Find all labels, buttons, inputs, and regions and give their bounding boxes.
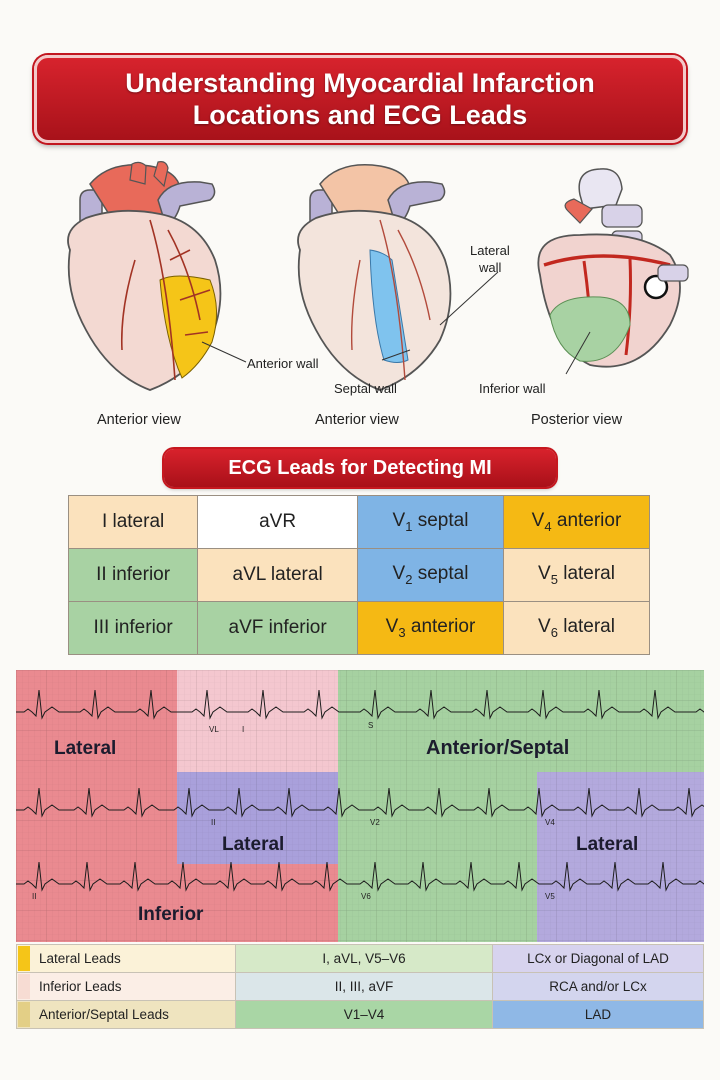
view-label-1: Anterior view	[97, 412, 181, 428]
title-line-1: Understanding Myocardial Infarction	[125, 68, 595, 98]
legend-artery-lateral: LCx or Diagonal of LAD	[492, 944, 704, 973]
lead-label-vl: VL	[209, 725, 219, 734]
inferior-wall-leader-line	[565, 331, 591, 375]
heart-anterior-wall-illustration	[67, 161, 222, 391]
region-label-lateral-2: Lateral	[222, 834, 284, 855]
legend-row-anterior-septal: Anterior/Septal Leads V1–V4 LAD	[16, 1000, 704, 1029]
anterior-wall-leader-line	[201, 341, 247, 363]
lead-text: V	[538, 563, 551, 585]
lead-subscript: 6	[550, 624, 558, 640]
leads-banner: ECG Leads for Detecting MI	[164, 449, 556, 487]
lead-subscript: 3	[398, 624, 406, 640]
legend-row-inferior: Inferior Leads II, III, aVF RCA and/or L…	[16, 972, 704, 1001]
lead-territory: anterior	[551, 510, 622, 532]
heart-septal-wall-illustration	[297, 164, 452, 391]
legend-name-inferior: Inferior Leads	[39, 979, 122, 994]
ecg-strip: Lateral Anterior/Septal Lateral Lateral …	[16, 670, 704, 942]
lead-label-ii: II	[211, 818, 215, 827]
heart-inferior-wall-illustration	[537, 168, 689, 368]
lead-text: II inferior	[96, 564, 171, 585]
lead-text: V	[538, 616, 551, 638]
legend-leads-lateral: I, aVL, V5–V6	[235, 944, 493, 973]
ecg-traces	[16, 689, 704, 892]
lead-text: I lateral	[101, 511, 165, 532]
ecg-trace-1	[16, 689, 704, 720]
title-banner: Understanding Myocardial Infarction Loca…	[34, 55, 686, 143]
lead-cell: V4 anterior	[502, 495, 651, 549]
legend-table: Lateral Leads I, aVL, V5–V6 LCx or Diago…	[16, 944, 704, 1029]
lead-territory: lateral	[557, 616, 615, 638]
ecg-trace-3	[16, 861, 704, 892]
lead-subscript: 2	[405, 571, 413, 587]
legend-leads-anterior-septal: V1–V4	[235, 1000, 493, 1029]
label-wall: wall	[479, 260, 502, 275]
lead-cell: III inferior	[67, 601, 199, 655]
lead-label-v2: V2	[370, 818, 380, 827]
lead-label-v6: V6	[361, 892, 371, 901]
lead-territory: anterior	[405, 616, 476, 638]
region-label-anterior-septal: Anterior/Septal	[426, 737, 569, 759]
lead-text: V	[392, 510, 406, 532]
lead-subscript: 5	[550, 571, 558, 587]
lead-cell: V5 lateral	[502, 548, 651, 602]
ecg-grid	[16, 670, 704, 942]
lead-territory: septal	[412, 510, 469, 532]
view-label-3: Posterior view	[531, 412, 623, 428]
legend-artery-anterior-septal: LAD	[492, 1000, 704, 1029]
region-label-lateral-1: Lateral	[54, 738, 116, 759]
label-anterior-wall: Anterior wall	[247, 356, 319, 371]
lead-text: V	[385, 616, 399, 638]
lead-cell: aVF inferior	[197, 601, 358, 655]
lead-label-i: I	[242, 725, 244, 734]
lead-cell: aVL lateral	[197, 548, 358, 602]
lead-text: V	[392, 563, 406, 585]
lead-territory: septal	[412, 563, 469, 585]
legend-name-anterior-septal: Anterior/Septal Leads	[39, 1007, 169, 1022]
region-label-lateral-3: Lateral	[576, 834, 638, 855]
lead-cell: V3 anterior	[357, 601, 504, 655]
label-septal-wall: Septal wall	[334, 381, 397, 396]
lead-subscript: 4	[544, 518, 552, 534]
lead-cell: II inferior	[67, 548, 199, 602]
legend-row-lateral: Lateral Leads I, aVL, V5–V6 LCx or Diago…	[16, 944, 704, 973]
lead-label-v5: V5	[545, 892, 555, 901]
lead-label-ii-bottom: II	[32, 892, 36, 901]
view-label-2: Anterior view	[315, 412, 399, 428]
lead-cell: V2 septal	[357, 548, 504, 602]
lead-subscript: 1	[405, 518, 413, 534]
label-lateral: Lateral	[470, 243, 510, 258]
heart-2-leader-lines	[381, 271, 499, 361]
legend-leads-inferior: II, III, aVF	[235, 972, 493, 1001]
title-line-2: Locations and ECG Leads	[192, 100, 528, 130]
lead-text: III inferior	[93, 617, 173, 638]
lead-cell: V6 lateral	[502, 601, 651, 655]
region-label-inferior: Inferior	[138, 904, 204, 925]
legend-artery-inferior: RCA and/or LCx	[492, 972, 704, 1001]
lead-label-s: S	[368, 721, 373, 730]
legend-swatch-anterior-septal	[18, 1002, 30, 1027]
lead-cell: aVR	[197, 495, 358, 549]
lead-territory: lateral	[557, 563, 615, 585]
legend-name-lateral: Lateral Leads	[39, 951, 121, 966]
lead-text: aVL lateral	[232, 564, 323, 585]
legend-swatch-lateral	[18, 946, 30, 971]
lead-text: aVR	[259, 511, 297, 532]
lead-label-v4: V4	[545, 818, 555, 827]
legend-swatch-inferior	[18, 974, 30, 999]
lead-cell: I lateral	[67, 495, 199, 549]
lead-text: aVF inferior	[228, 617, 327, 638]
label-inferior-wall: Inferior wall	[479, 381, 546, 396]
lead-text: V	[531, 510, 545, 532]
ecg-trace-2	[16, 787, 704, 818]
leads-title: ECG Leads for Detecting MI	[228, 456, 492, 479]
lead-cell: V1 septal	[357, 495, 504, 549]
